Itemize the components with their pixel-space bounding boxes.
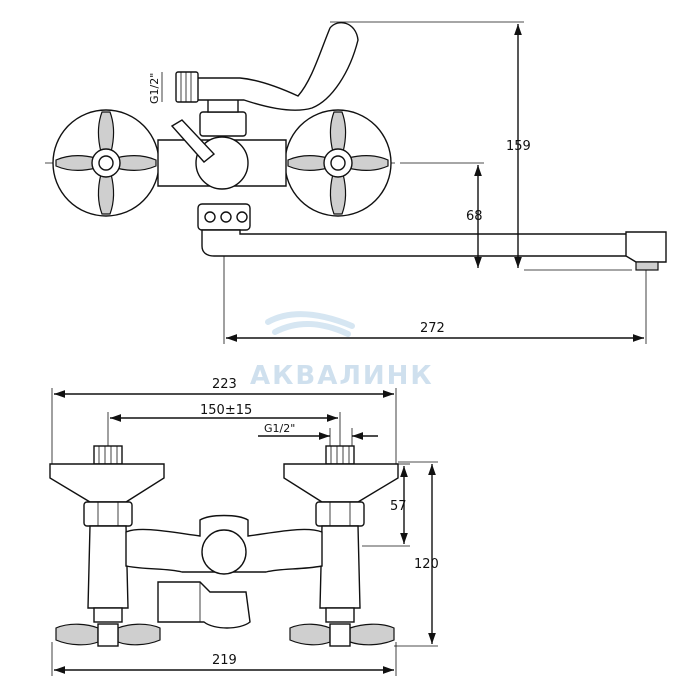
- right-cross-handle: [284, 109, 392, 217]
- dim-150-label: 150±15: [200, 403, 252, 418]
- dim-219-label: 219: [212, 653, 237, 668]
- dim-centres-150: 150±15: [107, 403, 341, 450]
- dim-57-label: 57: [390, 499, 407, 514]
- front-body: [125, 514, 323, 629]
- wave-logo-icon: [265, 311, 355, 337]
- dim-159-label: 159: [506, 139, 531, 154]
- dim-thread: G1/2": [258, 422, 378, 452]
- diverter-lever: [181, 21, 359, 111]
- front-thread-label: G1/2": [264, 422, 295, 435]
- right-wall-flange: [283, 463, 399, 503]
- dim-height-120: 120: [394, 461, 439, 647]
- dim-base-219: 219: [51, 642, 397, 676]
- dim-223-label: 223: [212, 377, 237, 392]
- brand-watermark: АКВАЛИНК: [250, 311, 434, 391]
- dim-handle-57: 57: [362, 463, 410, 547]
- dim-drop-68: 68: [400, 162, 484, 268]
- left-wall-flange: [49, 463, 165, 503]
- right-valve-column: [283, 445, 399, 647]
- front-view: 223 150±15 G1/2": [49, 377, 439, 676]
- dim-68-label: 68: [466, 209, 483, 224]
- dim-reach-272: 272: [223, 256, 647, 344]
- top-view: G1/2" 159 68 272: [45, 21, 667, 344]
- dim-width-223: 223: [51, 377, 397, 466]
- front-diverter-disc: [201, 529, 247, 575]
- top-thread-label: G1/2": [148, 73, 161, 104]
- left-cross-handle: [52, 109, 160, 217]
- dim-272-label: 272: [420, 321, 445, 336]
- front-spout-block: [157, 581, 251, 629]
- dim-120-label: 120: [414, 557, 439, 572]
- spout-pipe: [201, 229, 629, 257]
- brand-watermark-text: АКВАЛИНК: [250, 361, 434, 391]
- dim-height-159: 159: [330, 21, 632, 271]
- left-valve-column: [49, 445, 165, 647]
